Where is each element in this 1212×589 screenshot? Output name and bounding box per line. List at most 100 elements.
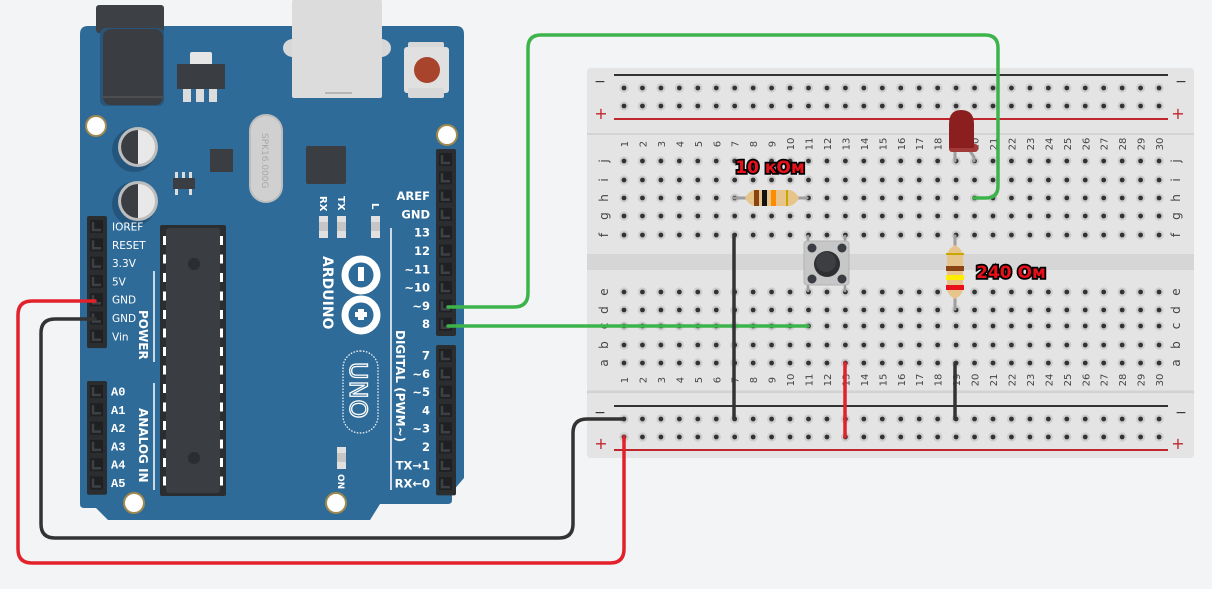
breadboard-hole[interactable] [1117, 101, 1127, 111]
breadboard-hole[interactable] [896, 287, 906, 297]
breadboard-hole[interactable] [1136, 156, 1146, 166]
breadboard-hole[interactable] [1080, 83, 1090, 93]
breadboard-hole[interactable] [711, 101, 721, 111]
breadboard-hole[interactable] [914, 156, 924, 166]
breadboard-hole[interactable] [969, 211, 980, 221]
breadboard-hole[interactable] [637, 193, 648, 203]
breadboard-hole[interactable] [1117, 321, 1127, 331]
breadboard-hole[interactable] [859, 287, 869, 297]
breadboard-hole[interactable] [1043, 193, 1053, 203]
breadboard-hole[interactable] [748, 83, 758, 93]
breadboard-hole[interactable] [785, 156, 795, 166]
breadboard-hole[interactable] [637, 230, 648, 240]
breadboard-hole[interactable] [674, 175, 684, 185]
breadboard-hole[interactable] [619, 211, 629, 221]
breadboard-hole[interactable] [1080, 287, 1090, 297]
breadboard-hole[interactable] [914, 358, 924, 368]
breadboard-hole[interactable] [969, 175, 980, 185]
breadboard-hole[interactable] [785, 211, 795, 221]
breadboard-hole[interactable] [1099, 321, 1109, 331]
breadboard-hole[interactable] [1043, 156, 1053, 166]
breadboard-hole[interactable] [674, 193, 684, 203]
breadboard-hole[interactable] [969, 358, 980, 368]
breadboard-hole[interactable] [988, 432, 998, 442]
header-pin[interactable] [439, 153, 452, 166]
breadboard-hole[interactable] [914, 101, 924, 111]
breadboard-hole[interactable] [785, 414, 795, 424]
breadboard-hole[interactable] [693, 230, 703, 240]
header-pin[interactable]: IOREF [90, 220, 143, 234]
breadboard-hole[interactable] [674, 414, 684, 424]
breadboard-hole[interactable] [1136, 305, 1146, 315]
breadboard-hole[interactable] [1043, 287, 1053, 297]
breadboard-hole[interactable] [1117, 193, 1127, 203]
breadboard-hole[interactable] [988, 321, 998, 331]
breadboard-hole[interactable] [1062, 432, 1072, 442]
breadboard-hole[interactable] [1006, 211, 1017, 221]
breadboard-hole[interactable] [1025, 287, 1035, 297]
breadboard-hole[interactable] [859, 83, 869, 93]
breadboard-hole[interactable] [693, 175, 703, 185]
breadboard-hole[interactable] [896, 305, 906, 315]
breadboard-hole[interactable] [674, 340, 684, 350]
header-pin[interactable]: RESET [90, 238, 146, 252]
breadboard-hole[interactable] [748, 211, 758, 221]
breadboard-hole[interactable] [785, 101, 795, 111]
breadboard-hole[interactable] [748, 175, 758, 185]
breadboard-hole[interactable] [933, 358, 943, 368]
breadboard-hole[interactable] [1025, 175, 1035, 185]
breadboard-hole[interactable] [637, 175, 648, 185]
breadboard-hole[interactable] [1117, 305, 1127, 315]
breadboard-hole[interactable] [914, 211, 924, 221]
breadboard-hole[interactable] [748, 305, 758, 315]
breadboard-hole[interactable] [1136, 287, 1146, 297]
breadboard-hole[interactable] [933, 321, 943, 331]
breadboard-hole[interactable] [1117, 175, 1127, 185]
breadboard-hole[interactable] [859, 340, 869, 350]
breadboard-hole[interactable] [822, 83, 832, 93]
breadboard-hole[interactable] [1080, 305, 1090, 315]
breadboard-hole[interactable] [822, 340, 832, 350]
breadboard-hole[interactable] [1062, 287, 1072, 297]
breadboard-hole[interactable] [914, 432, 924, 442]
breadboard-hole[interactable] [1136, 193, 1146, 203]
breadboard-hole[interactable] [896, 211, 906, 221]
breadboard-hole[interactable] [693, 340, 703, 350]
breadboard-hole[interactable] [1080, 230, 1090, 240]
breadboard-hole[interactable] [637, 305, 648, 315]
breadboard-hole[interactable] [619, 358, 629, 368]
breadboard-hole[interactable] [822, 414, 832, 424]
breadboard-hole[interactable] [711, 414, 721, 424]
breadboard-hole[interactable] [693, 305, 703, 315]
breadboard-hole[interactable] [1062, 175, 1072, 185]
breadboard-hole[interactable] [767, 101, 777, 111]
breadboard-hole[interactable] [748, 230, 758, 240]
breadboard-hole[interactable] [859, 193, 869, 203]
breadboard-hole[interactable] [1062, 321, 1072, 331]
breadboard-hole[interactable] [822, 230, 832, 240]
breadboard-hole[interactable] [767, 83, 777, 93]
breadboard-hole[interactable] [767, 340, 777, 350]
breadboard-hole[interactable] [1136, 321, 1146, 331]
breadboard-hole[interactable] [840, 83, 851, 93]
breadboard-hole[interactable] [1154, 211, 1164, 221]
breadboard-hole[interactable] [1099, 358, 1109, 368]
breadboard-hole[interactable] [896, 83, 906, 93]
breadboard-hole[interactable] [711, 211, 721, 221]
breadboard-hole[interactable] [1099, 432, 1109, 442]
breadboard-hole[interactable] [1099, 193, 1109, 203]
breadboard-hole[interactable] [914, 230, 924, 240]
breadboard-hole[interactable] [859, 211, 869, 221]
breadboard-hole[interactable] [933, 230, 943, 240]
breadboard-hole[interactable] [656, 340, 666, 350]
breadboard-hole[interactable] [1006, 358, 1017, 368]
breadboard-hole[interactable] [1062, 340, 1072, 350]
breadboard-hole[interactable] [1025, 156, 1035, 166]
breadboard-hole[interactable] [767, 156, 777, 166]
breadboard-hole[interactable] [1154, 340, 1164, 350]
breadboard-hole[interactable] [637, 340, 648, 350]
breadboard-hole[interactable] [914, 321, 924, 331]
breadboard-hole[interactable] [1025, 432, 1035, 442]
header-pin[interactable]: ~6 [412, 367, 452, 381]
